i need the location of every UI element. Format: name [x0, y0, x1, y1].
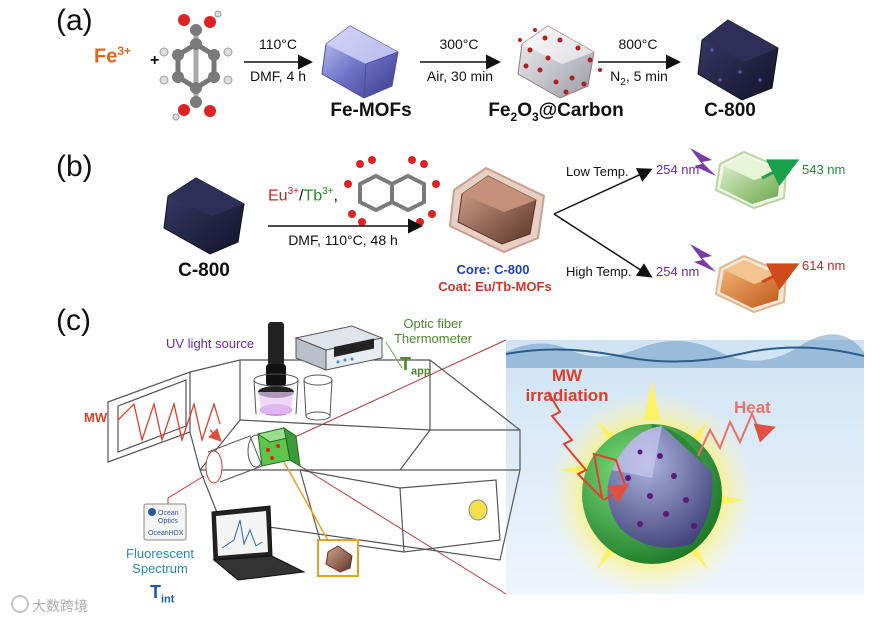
mw-wave-left [117, 401, 221, 443]
tb-symbol: Tb [303, 187, 323, 205]
microwave-cavity [107, 359, 521, 561]
sample-zoom-octahedron [325, 545, 353, 573]
mw-irradiation-label: MW irradiation [512, 366, 622, 406]
fiber-cylinder [205, 434, 265, 484]
lightning-high-icon [690, 244, 716, 272]
zoom-line-top [283, 339, 507, 443]
spectrometer-icon [143, 503, 187, 541]
terephthalic-acid-molecule [159, 10, 233, 121]
fe2o3-sub2: 3 [531, 109, 539, 124]
sample-link [283, 461, 331, 545]
t-app-sub: app [411, 365, 431, 378]
coat-label: Coat: Eu/Tb-MOFs [438, 279, 552, 294]
step3-time: , 5 min [625, 68, 668, 84]
zoom-line-bottom [283, 455, 507, 595]
fe2o3-carbon-octahedron [517, 25, 602, 99]
linker-molecule [344, 156, 440, 226]
fluorescent-label-line2: Spectrum [132, 561, 188, 576]
panel-b-start-c-800: C-800 [178, 260, 230, 281]
fe2o3-fe: Fe [488, 100, 511, 121]
emission-red-label: 614 nm [802, 258, 846, 273]
step3-conditions: N2, 5 min [604, 68, 674, 88]
spectrometer-brand-line1: Ocean [158, 510, 179, 517]
t-int-main: T [150, 582, 161, 602]
uv-flashlight-icon [258, 322, 294, 416]
plus-sign: + [150, 52, 160, 69]
red-emitting-octahedron [714, 254, 788, 314]
optic-fiber-thermometer-device [294, 325, 384, 371]
thermometer-label: Optic fiber Thermometer [388, 316, 478, 346]
step3-gas-sub: 2 [620, 76, 626, 88]
fe2o3-carbon: @Carbon [538, 100, 624, 121]
t-int-label: Tint [150, 582, 174, 606]
green-emitting-octahedron [714, 150, 788, 210]
mw-irradiation-line2: irradiation [525, 386, 609, 405]
lanthanide-reagents: Eu3+/Tb3+, [268, 186, 338, 205]
emission-red-arrow [761, 263, 800, 291]
low-temp-label: Low Temp. [566, 164, 629, 179]
panel-c-label: (c) [56, 304, 91, 337]
lightning-low-icon [690, 148, 716, 176]
heat-label: Heat [734, 398, 771, 417]
port-window [468, 499, 488, 521]
reagent-slash: / [298, 187, 304, 205]
panel-b-label: (b) [56, 150, 93, 183]
mw-arrow-left [208, 428, 222, 442]
probe-line [385, 341, 403, 369]
thermometer-label-line1: Optic fiber [403, 316, 463, 331]
core-label: Core: C-800 [456, 262, 530, 277]
t-app-main: T [400, 354, 411, 374]
spectrometer-brand: Ocean Optics OceanHDX [148, 510, 184, 538]
fluorescent-spectrum-label: Fluorescent Spectrum [118, 546, 202, 576]
fe-ion-symbol: Fe [94, 45, 118, 68]
emission-green-label: 543 nm [802, 162, 846, 177]
c-800-octahedron [697, 19, 779, 101]
mw-heating-inset [505, 334, 865, 598]
t-int-sub: int [161, 593, 175, 606]
thermometer-label-line2: Thermometer [393, 331, 473, 346]
fe-ion-label: Fe3+ [94, 44, 131, 69]
product-fe2o3-carbon: Fe2O3@Carbon [476, 100, 636, 124]
arrow-low-temp [553, 168, 653, 215]
fe2o3-o: O [517, 100, 532, 121]
sample-cuvette [256, 426, 301, 467]
tb-charge: 3+ [322, 186, 334, 197]
fluorescent-label-line1: Fluorescent [126, 546, 194, 561]
product-fe-mofs: Fe-MOFs [330, 100, 412, 121]
beakers [253, 373, 333, 421]
step3-temperature: 800°C [618, 36, 658, 52]
spectrometer-model: OceanHDX [148, 530, 184, 537]
step2-conditions: Air, 30 min [426, 68, 494, 84]
step3-gas: N [610, 68, 621, 84]
high-temp-label: High Temp. [566, 264, 632, 279]
core-shell-octahedron [448, 166, 546, 254]
panel-b-conditions: DMF, 110°C, 48 h [288, 232, 398, 248]
watermark-text: 大数跨境 [32, 598, 88, 614]
excitation-low-label: 254 nm [656, 162, 700, 177]
c-800-start-octahedron [163, 177, 245, 255]
panel-a-label: (a) [56, 4, 93, 37]
eu-symbol: Eu [268, 187, 288, 205]
mw-irradiation-line1: MW [551, 366, 583, 385]
eu-charge: 3+ [287, 186, 299, 197]
watermark-logo [11, 595, 29, 613]
reagent-comma: , [333, 187, 338, 205]
uv-source-label: UV light source [166, 336, 255, 351]
fe-ion-charge: 3+ [117, 44, 132, 58]
step2-temperature: 300°C [439, 36, 479, 52]
excitation-high-label: 254 nm [656, 264, 700, 279]
fe-mofs-octahedron [321, 25, 399, 99]
fe2o3-sub1: 2 [510, 109, 518, 124]
product-c-800: C-800 [704, 100, 756, 121]
laptop-computer-icon [211, 505, 306, 581]
mw-label: MW [84, 410, 108, 425]
step1-temperature: 110°C [258, 36, 298, 52]
emission-green-arrow [761, 159, 800, 187]
step1-conditions: DMF, 4 h [249, 68, 306, 84]
arrow-high-temp [553, 213, 653, 278]
fiber-cable [167, 475, 205, 508]
t-app-label: Tapp [400, 354, 431, 378]
spectrometer-brand-line2: Optics [158, 518, 178, 525]
